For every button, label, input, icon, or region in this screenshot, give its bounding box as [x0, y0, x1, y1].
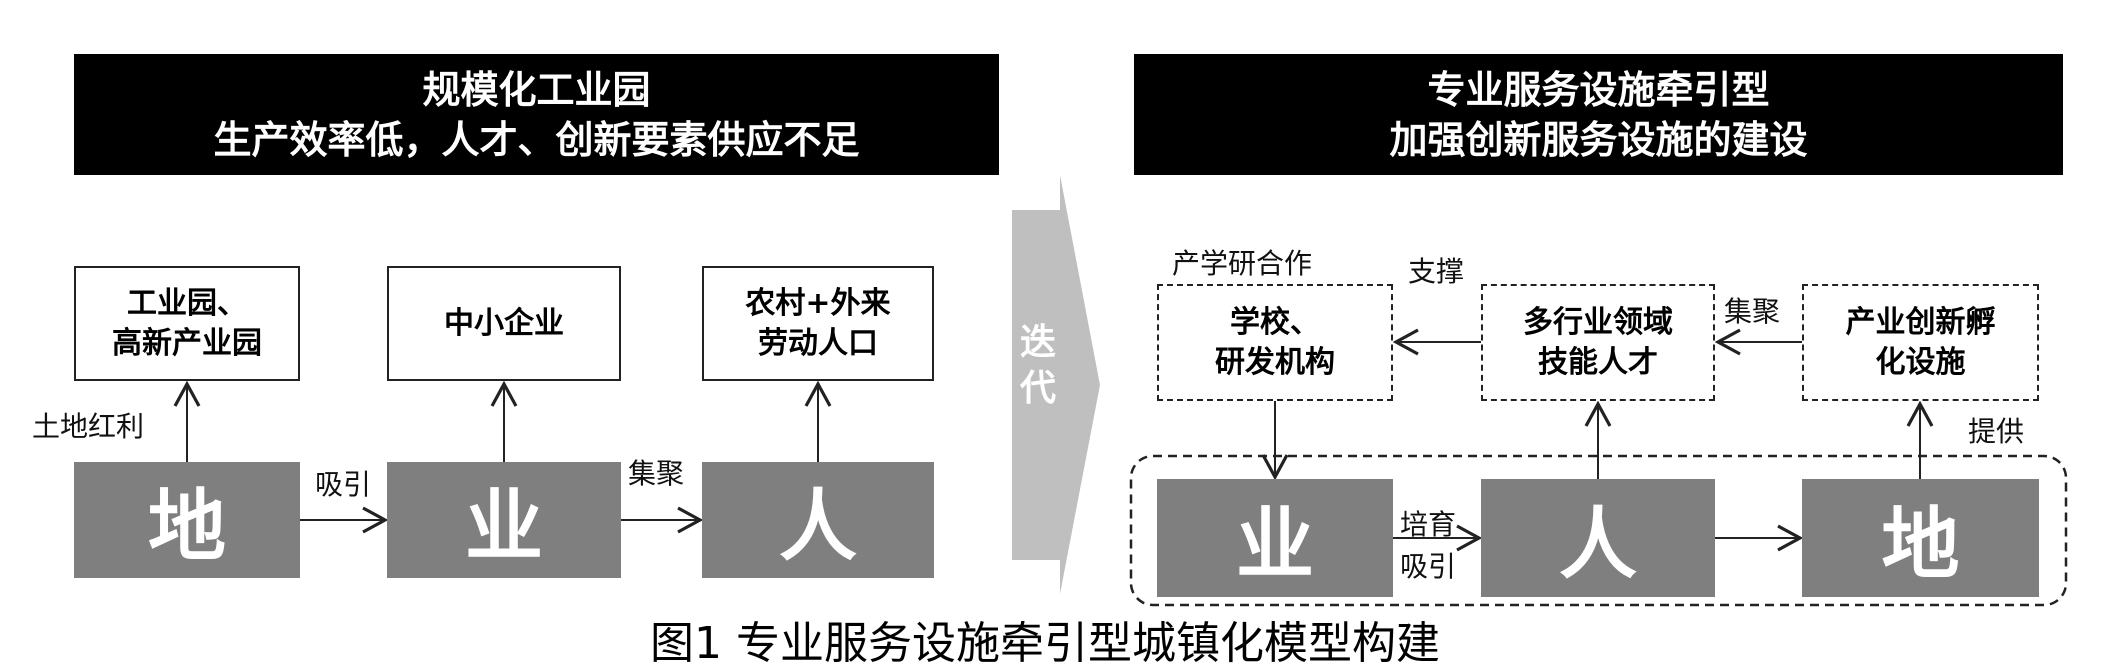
industrial-park-box: 工业园、 高新产业园 [74, 266, 300, 381]
provide-label: 提供 [1968, 415, 2025, 448]
labor-box: 农村+外来 劳动人口 [702, 266, 934, 381]
connector-arrows [173, 175, 2068, 607]
sme-box: 中小企业 [387, 266, 621, 381]
iterate-arrow [1012, 175, 1100, 594]
gather-label: 集聚 [628, 457, 685, 490]
people-block: 人 [702, 462, 934, 578]
incubator-box: 产业创新孵 化设施 [1802, 284, 2039, 401]
left-title-line1: 规模化工业园 [422, 67, 651, 112]
industry-block-right: 业 [1157, 479, 1393, 597]
talent-box: 多行业领域 技能人才 [1481, 284, 1715, 401]
right-title-line1: 专业服务设施牵引型 [1427, 67, 1770, 112]
people-block-right: 人 [1481, 479, 1715, 597]
iterate-label: 迭代 [1019, 322, 1056, 409]
cooperation-label: 产学研合作 [1172, 247, 1313, 280]
attract-label-right: 吸引 [1400, 550, 1457, 583]
gather-label-right: 集聚 [1724, 295, 1781, 328]
dashed-group-outline [1129, 454, 2068, 607]
right-title-line2: 加强创新服务设施的建设 [1389, 117, 1808, 162]
left-title-line2: 生产效率低，人才、创新要素供应不足 [213, 117, 860, 162]
school-rd-box: 学校、 研发机构 [1157, 284, 1393, 401]
cultivate-label: 培育 [1400, 508, 1457, 541]
right-title: 专业服务设施牵引型 加强创新服务设施的建设 [1134, 54, 2063, 175]
industry-block: 业 [387, 462, 621, 578]
figure-caption: 图1 专业服务设施牵引型城镇化模型构建 [650, 618, 1440, 669]
left-title: 规模化工业园 生产效率低，人才、创新要素供应不足 [74, 54, 999, 175]
land-block: 地 [74, 462, 300, 578]
attract-label: 吸引 [315, 468, 372, 501]
support-label: 支撑 [1408, 255, 1465, 288]
land-block-right: 地 [1802, 479, 2039, 597]
land-dividend-label: 土地红利 [32, 410, 145, 443]
